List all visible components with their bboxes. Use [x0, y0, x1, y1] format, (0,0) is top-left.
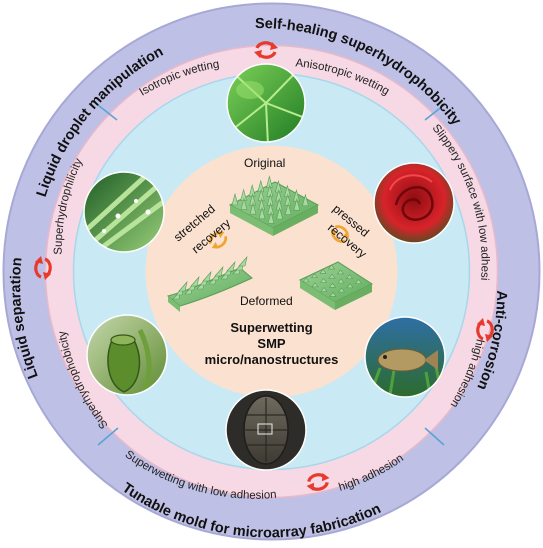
photo-frame — [373, 162, 455, 244]
micro-pillar — [346, 283, 354, 289]
micro-pillar — [354, 279, 363, 284]
micro-pillar — [238, 255, 248, 267]
red-rose-photo — [374, 163, 454, 243]
core-title-line-3: micro/nanostructures — [205, 352, 339, 367]
cycle-arrow-icon — [306, 473, 330, 491]
micro-pillar — [202, 270, 212, 282]
micro-pillar — [337, 287, 346, 293]
micro-pillar — [336, 269, 345, 275]
micro-pillar — [249, 202, 257, 215]
micro-pillar — [226, 260, 236, 272]
micro-pillar — [276, 206, 283, 220]
micro-pillar — [293, 198, 301, 211]
photo-frame — [364, 316, 446, 398]
photo-frame — [225, 389, 307, 471]
micro-pillar — [190, 275, 200, 287]
label-original: Original — [244, 156, 285, 170]
divider-line — [424, 104, 445, 121]
micro-pillar — [258, 206, 266, 220]
ring-dividers — [97, 104, 445, 446]
micro-pillar — [302, 277, 310, 283]
micro-pillar — [319, 278, 328, 283]
cycle-arrow-icon — [34, 256, 52, 280]
label-deformed: Deformed — [240, 294, 293, 308]
lotus-leaf-photo — [227, 64, 305, 142]
micro-pillar — [302, 193, 309, 207]
micro-pillar — [328, 273, 336, 279]
photo-frame — [83, 171, 165, 253]
photo-frame — [86, 314, 168, 396]
core-title-line-2: SMP — [257, 336, 286, 351]
micro-pillar — [337, 278, 345, 284]
micro-pillar — [320, 287, 328, 292]
micro-pillar — [267, 211, 275, 224]
micro-pillar — [240, 197, 248, 210]
micro-pillar — [311, 282, 319, 288]
photo-frame — [226, 63, 306, 143]
grass-blades-with-droplets-photo — [84, 172, 164, 252]
micro-pillar — [214, 265, 224, 277]
micro-pillar — [327, 264, 336, 270]
divider-line — [97, 104, 118, 121]
micro-pillar — [310, 273, 319, 278]
recovery-arrow-icon — [331, 225, 349, 243]
micro-pillar — [345, 274, 354, 279]
recovery-arrow-icon — [208, 231, 228, 249]
micro-pillar — [328, 282, 337, 288]
core-disk — [145, 145, 398, 398]
micro-pillar — [284, 202, 292, 215]
micro-pillar — [231, 192, 239, 206]
pitcher-plant-photo — [87, 315, 167, 395]
core-title-line-1: Superwetting — [230, 320, 312, 335]
divider-line — [97, 427, 119, 446]
cycle-arrow-icon — [254, 41, 278, 59]
fish-photo — [365, 317, 445, 397]
divider-line — [424, 427, 445, 446]
micro-pillar — [319, 268, 327, 274]
beetle-photo — [226, 390, 306, 470]
micro-pillar — [329, 291, 337, 297]
micro-pillar — [178, 280, 188, 292]
cycle-arrow-icon — [476, 318, 494, 342]
deformed-pressed-microarray — [298, 261, 374, 310]
